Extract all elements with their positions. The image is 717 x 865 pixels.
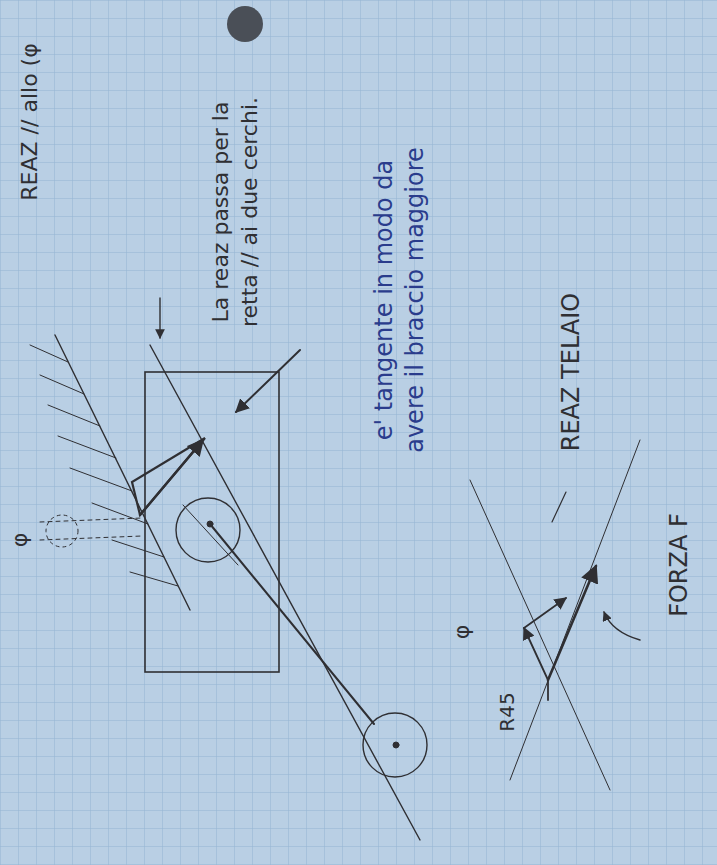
- tangent-line: [183, 505, 238, 565]
- force-triangle: [132, 438, 205, 515]
- note-arrow: [159, 298, 160, 338]
- reaction-arrow: [140, 440, 203, 515]
- note-text: La reaz passa per la retta // ai due cer…: [207, 87, 264, 337]
- symbol-label: φ: [6, 528, 35, 552]
- r45-arrow: [524, 628, 548, 680]
- note-text: FORZA F: [664, 485, 695, 645]
- direction-line: [470, 480, 610, 790]
- wall-line: [55, 335, 190, 610]
- force-f-arrow: [548, 566, 596, 680]
- symbol-label: φ: [448, 620, 477, 644]
- punch-hole: [227, 6, 263, 42]
- note-text: REAZ // allo (φ: [16, 15, 45, 230]
- dashed-line: [40, 536, 142, 540]
- symbol-label: R45: [494, 682, 520, 742]
- frame-reaction-arrow: [524, 598, 566, 628]
- force-arrow: [236, 350, 300, 412]
- direction-line: [510, 440, 640, 780]
- dashed-circle: [46, 515, 78, 547]
- leader-line: [552, 492, 566, 522]
- crank-circle: [363, 713, 427, 777]
- rod: [210, 524, 374, 724]
- note-text: e' tangente in modo da avere il braccio …: [369, 145, 431, 455]
- curved-arrow: [604, 612, 640, 640]
- wall-hatching: [30, 345, 178, 586]
- short-stroke: [547, 680, 549, 700]
- center-dot: [393, 742, 399, 748]
- block-rectangle: [145, 372, 279, 672]
- dashed-line: [40, 518, 142, 522]
- note-text: REAZ TELAIO: [556, 257, 587, 487]
